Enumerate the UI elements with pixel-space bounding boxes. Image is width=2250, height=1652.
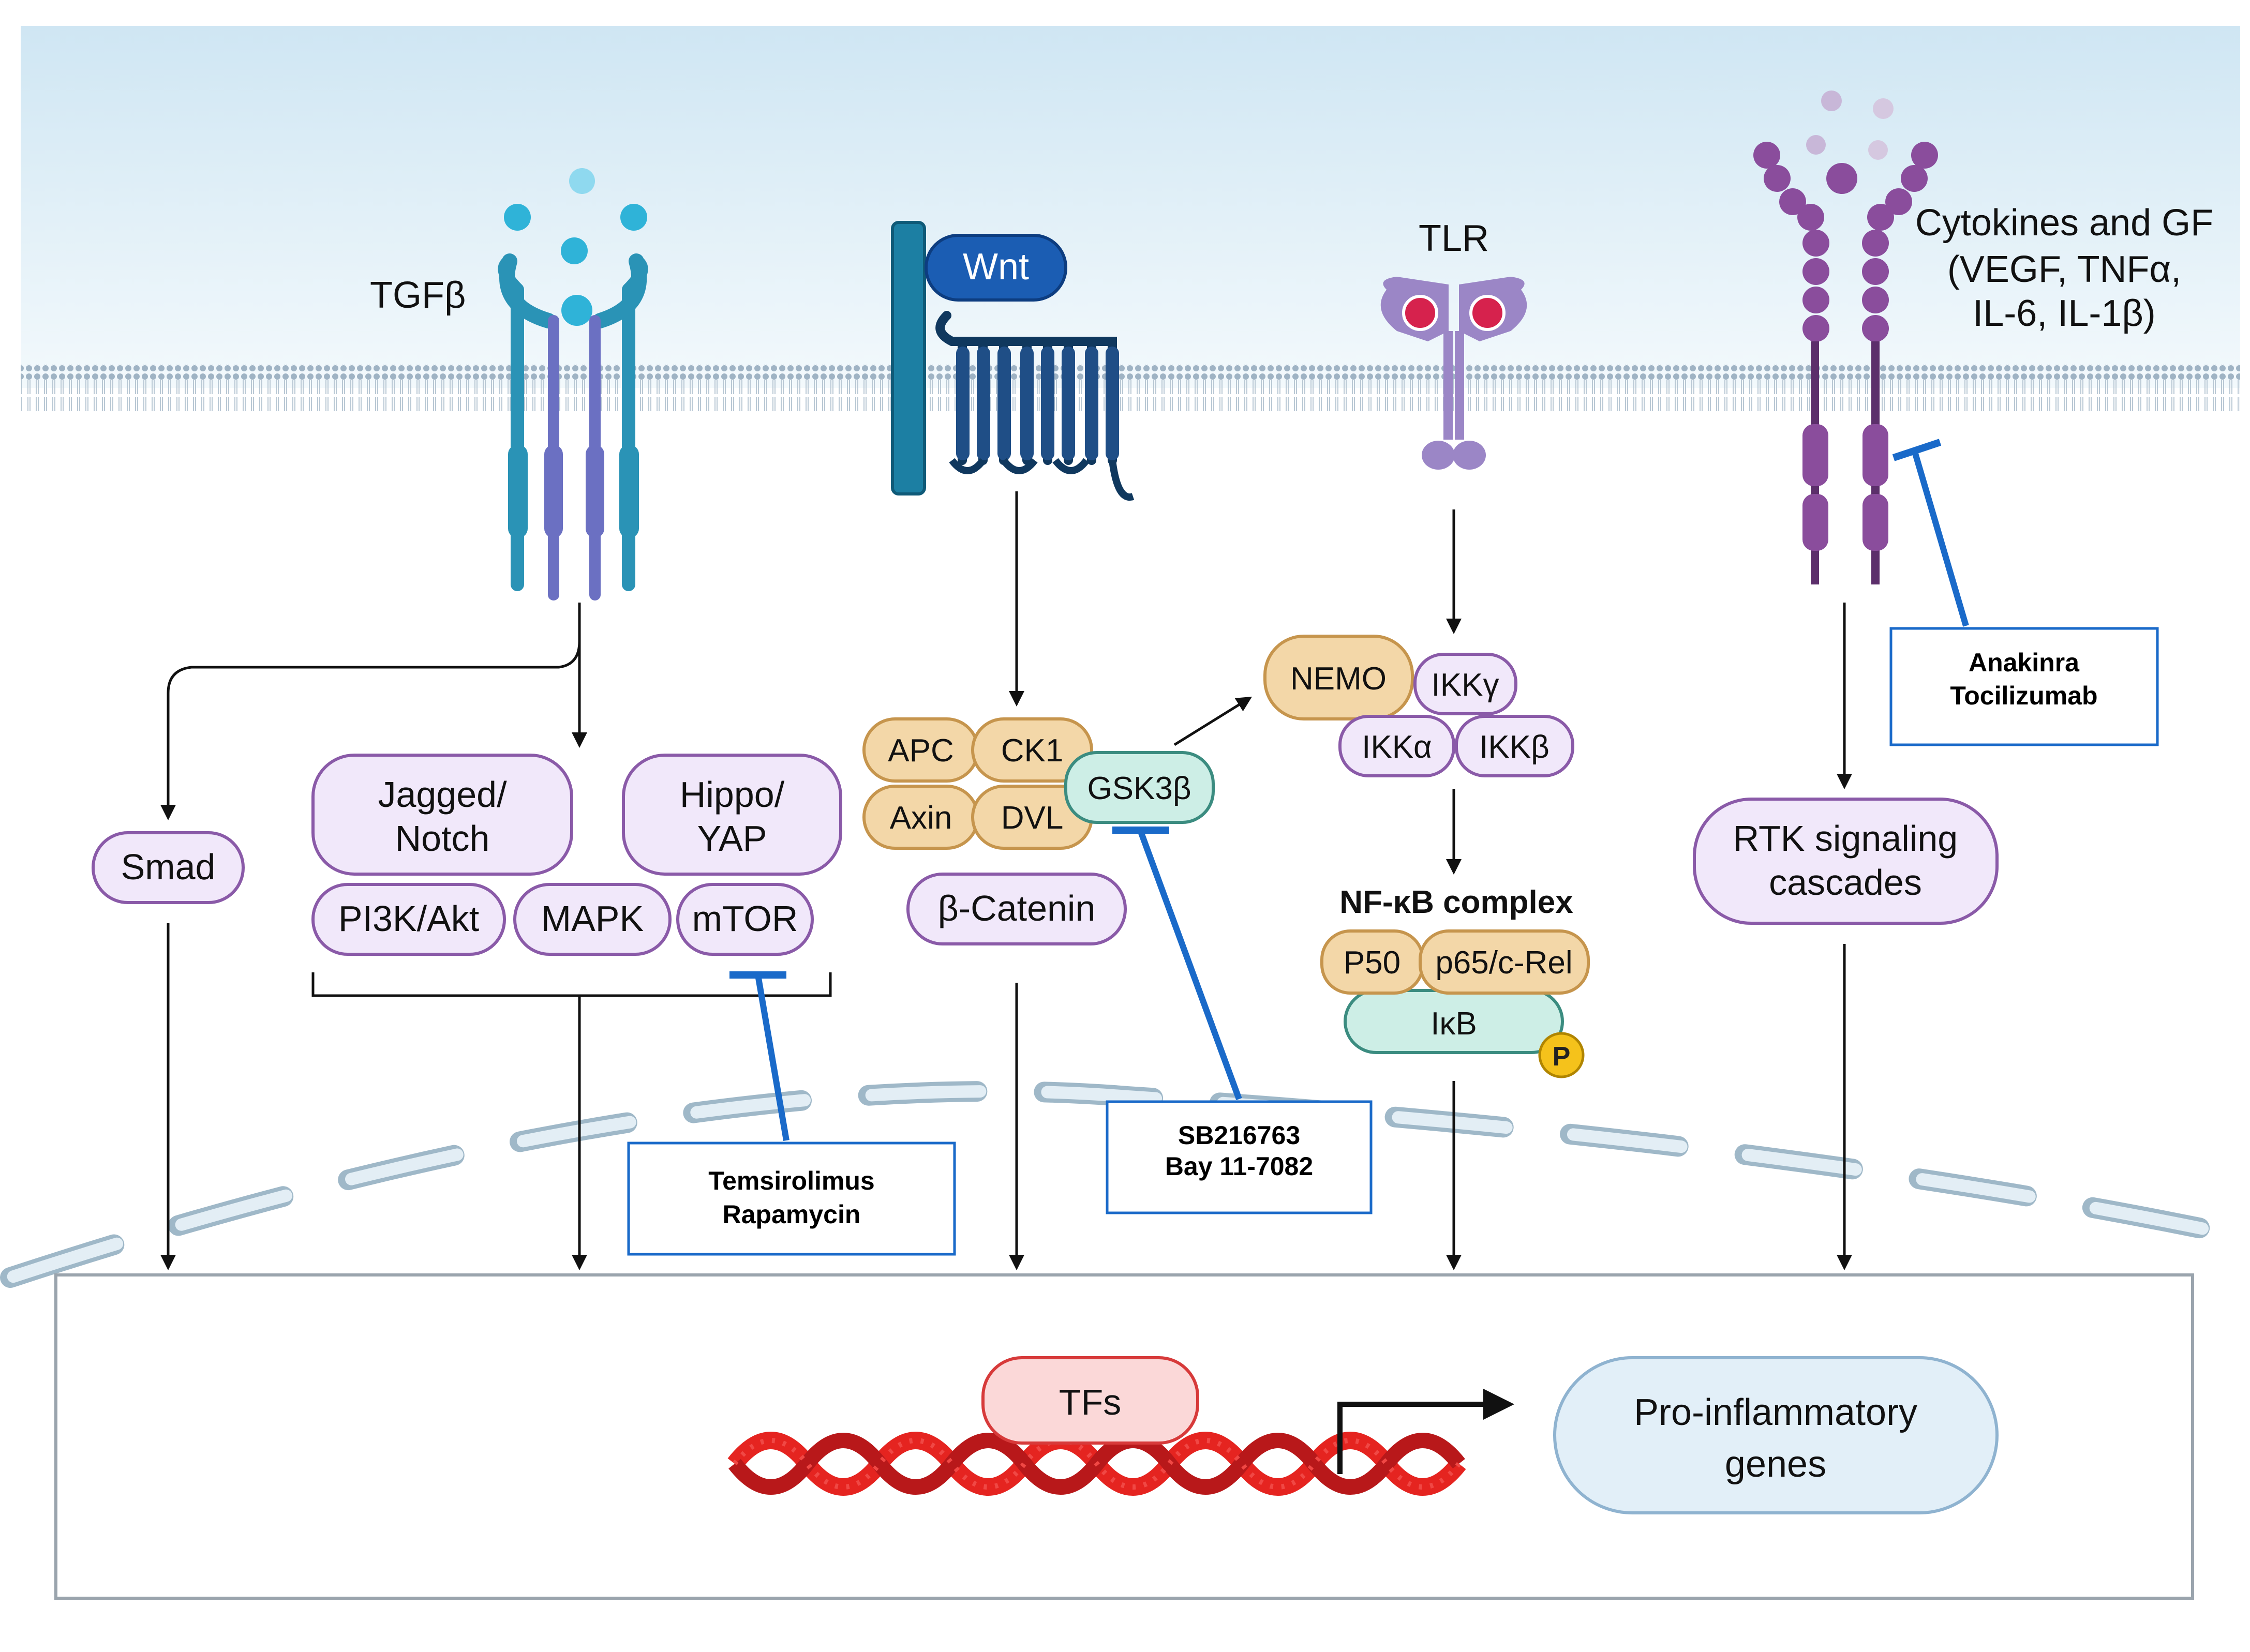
svg-text:Hippo/: Hippo/: [680, 774, 785, 815]
ligand-dot: [569, 168, 595, 194]
hippo-yap-node: Hippo/ YAP: [622, 754, 842, 876]
ligand-dot: [561, 237, 588, 264]
lrp-coreceptor: [891, 221, 926, 495]
svg-text:RTK signaling: RTK signaling: [1733, 818, 1958, 859]
p65-node: [1419, 929, 1590, 995]
nfkb-complex: NF-κB complex IκB P50 p65/c-Rel P: [1320, 884, 1590, 1078]
phosphate-badge: [1538, 1032, 1585, 1078]
pro-inflammatory-genes-node: Pro-inflammatory genes: [1553, 1356, 1999, 1514]
tgfb-group-bracket: [311, 972, 832, 997]
svg-text:PI3K/Akt: PI3K/Akt: [338, 898, 479, 939]
tlr-ligand: [1402, 295, 1438, 331]
dna-helix: [727, 1432, 1466, 1496]
tfs-node: TFs: [981, 1356, 1199, 1445]
svg-text:MAPK: MAPK: [541, 898, 644, 939]
svg-text:APC: APC: [888, 733, 953, 769]
svg-text:IKKβ: IKKβ: [1479, 729, 1549, 765]
svg-text:P50: P50: [1344, 945, 1400, 981]
svg-text:Notch: Notch: [395, 818, 490, 859]
svg-text:mTOR: mTOR: [692, 898, 798, 939]
nemo-node: [1263, 635, 1414, 720]
bcatenin-node: β-Catenin: [906, 873, 1127, 945]
destruction-complex: APC CK1 Axin DVL GSK3β: [862, 717, 1215, 850]
svg-text:Temsirolimus: Temsirolimus: [708, 1166, 874, 1195]
gsk3b-inhibitor: SB216763 Bay 11-7082: [1106, 827, 1373, 1214]
mtor-node: mTOR: [676, 883, 814, 956]
svg-text:IKKα: IKKα: [1362, 729, 1432, 765]
ligand-dot: [504, 204, 531, 231]
gsk3b-drug-box: [1106, 1100, 1373, 1214]
frizzled-receptor: [935, 311, 1117, 465]
svg-text:IKKγ: IKKγ: [1432, 667, 1499, 703]
cytokines-label-line2: (VEGF, TNFα,: [1947, 249, 2181, 290]
cytokines-label-line1: Cytokines and GF: [1915, 202, 2213, 244]
svg-text:β-Catenin: β-Catenin: [938, 888, 1096, 928]
svg-text:Rapamycin: Rapamycin: [723, 1200, 861, 1229]
tlr-receptor: TLR: [1380, 218, 1527, 470]
svg-text:Tocilizumab: Tocilizumab: [1950, 681, 2097, 710]
ikka-node: [1338, 715, 1455, 777]
svg-text:TFs: TFs: [1059, 1382, 1122, 1422]
svg-text:Smad: Smad: [121, 847, 216, 887]
ikkb-node: [1455, 715, 1574, 777]
cell-membrane: [21, 365, 2240, 411]
svg-text:CK1: CK1: [1001, 733, 1064, 769]
svg-text:GSK3β: GSK3β: [1087, 771, 1191, 806]
cytokines-label-line3: IL-6, IL-1β): [1973, 293, 2156, 334]
ikk-complex: NEMO IKKγ IKKα IKKβ: [1263, 635, 1574, 777]
svg-text:NEMO: NEMO: [1290, 661, 1387, 697]
pi3k-akt-node: PI3K/Akt: [311, 883, 506, 956]
cytokine-inhibitor: Anakinra Tocilizumab: [1889, 439, 2159, 746]
smad-node: Smad: [92, 831, 245, 904]
svg-text:p65/c-Rel: p65/c-Rel: [1435, 945, 1572, 981]
transcription-arrow: [1337, 1389, 1514, 1474]
mapk-node: MAPK: [513, 883, 672, 956]
wnt-ligand: [925, 234, 1067, 302]
arrow-tgfb-to-smad: [160, 603, 581, 820]
ligand-dot: [620, 204, 647, 231]
svg-text:SB216763: SB216763: [1178, 1121, 1300, 1150]
nfkb-title: NF-κB complex: [1339, 884, 1573, 920]
svg-text:DVL: DVL: [1001, 800, 1064, 836]
tlr-label: TLR: [1419, 218, 1489, 259]
svg-text:Anakinra: Anakinra: [1969, 648, 2080, 677]
rtk-cascades-node: RTK signaling cascades: [1693, 798, 1999, 925]
wnt-label: Wnt: [963, 246, 1029, 288]
cytokine-drug-box: [1889, 627, 2159, 746]
wnt-receptor: Wnt: [891, 221, 1135, 501]
tgfb-receptor: TGFβ: [370, 168, 648, 600]
cytokine-receptor: Cytokines and GF (VEGF, TNFα, IL-6, IL-1…: [1753, 91, 2213, 584]
ligand-dot: [561, 295, 592, 326]
svg-text:Axin: Axin: [890, 800, 952, 836]
phosphate-label: P: [1553, 1042, 1571, 1072]
jagged-notch-node: Jagged/ Notch: [311, 754, 573, 876]
svg-text:Pro-inflammatory: Pro-inflammatory: [1634, 1392, 1917, 1433]
mtor-inhibitor: Temsirolimus Rapamycin: [627, 971, 956, 1256]
arrow-gsk3b-to-nemo: [1173, 696, 1253, 746]
ck1-node: [971, 717, 1093, 783]
gsk3b-node: [1064, 751, 1215, 824]
tgfb-label: TGFβ: [370, 275, 466, 316]
svg-text:Bay 11-7082: Bay 11-7082: [1165, 1152, 1313, 1181]
mtor-drug-box: [627, 1142, 956, 1256]
svg-text:YAP: YAP: [697, 818, 767, 859]
svg-text:cascades: cascades: [1769, 862, 1922, 903]
svg-text:IκB: IκB: [1431, 1006, 1477, 1042]
svg-text:Jagged/: Jagged/: [378, 774, 507, 815]
ikkg-node: [1413, 653, 1517, 715]
tlr-ligand: [1469, 295, 1506, 331]
svg-text:genes: genes: [1725, 1444, 1826, 1485]
